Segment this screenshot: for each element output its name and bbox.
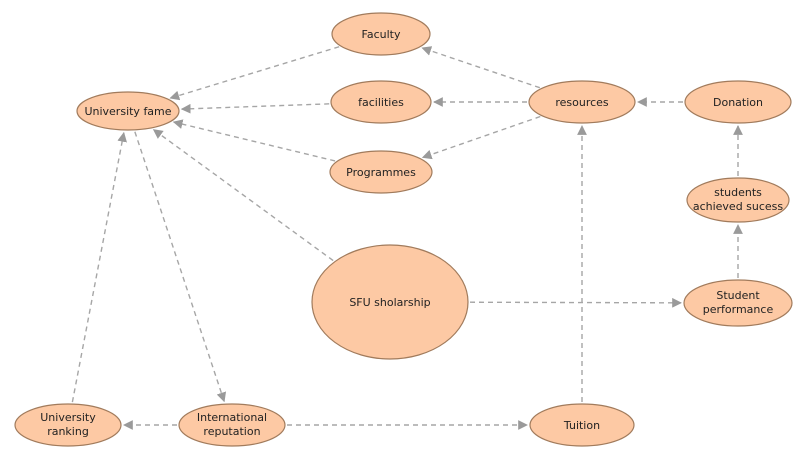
node-faculty[interactable]: Faculty xyxy=(331,12,431,56)
node-label: Tuition xyxy=(563,419,600,432)
edge-programmes-to-university-fame xyxy=(172,119,336,162)
edge-university-fame-to-international-reputation xyxy=(134,131,227,403)
node-label-line-2: performance xyxy=(703,303,774,316)
node-donation[interactable]: Donation xyxy=(684,80,792,124)
node-label-line-1: students xyxy=(714,186,762,199)
node-facilities[interactable]: facilities xyxy=(330,80,432,124)
node-label-line-1: International xyxy=(197,411,267,424)
node-student-performance[interactable]: Student performance xyxy=(683,279,793,327)
nodes-layer: Faculty University fame facilities resou… xyxy=(14,12,793,447)
node-label-line-2: reputation xyxy=(203,425,260,438)
node-label: facilities xyxy=(358,96,404,109)
edge-resources-to-programmes xyxy=(421,115,541,160)
node-students-achieved[interactable]: students achieved sucess xyxy=(686,177,790,223)
node-label-line-1: University xyxy=(40,411,96,424)
node-tuition[interactable]: Tuition xyxy=(529,403,635,447)
node-sfu-scholarship[interactable]: SFU sholarship xyxy=(311,244,469,360)
edge-facilities-to-university-fame xyxy=(180,103,330,114)
node-label-line-2: ranking xyxy=(47,425,89,438)
edge-sfu-scholarship-to-university-fame xyxy=(152,129,334,262)
edge-sfu-scholarship-to-student-performance xyxy=(469,297,682,308)
node-label: Faculty xyxy=(362,28,401,41)
node-label-line-2: achieved sucess xyxy=(693,200,784,213)
edge-university-ranking-to-university-fame xyxy=(71,131,127,403)
node-programmes[interactable]: Programmes xyxy=(329,150,433,194)
node-label-line-1: Student xyxy=(716,289,760,302)
edges-layer xyxy=(71,46,743,430)
node-international-reputation[interactable]: International reputation xyxy=(178,403,286,447)
node-label: University fame xyxy=(84,105,171,118)
node-label: SFU sholarship xyxy=(349,296,430,309)
node-label: resources xyxy=(555,96,609,109)
node-university-fame[interactable]: University fame xyxy=(76,91,180,131)
node-resources[interactable]: resources xyxy=(528,80,636,124)
edge-faculty-to-university-fame xyxy=(169,46,340,101)
node-label: Programmes xyxy=(346,166,416,179)
edge-resources-to-faculty xyxy=(421,46,541,89)
node-label: Donation xyxy=(713,96,763,109)
node-university-ranking[interactable]: University ranking xyxy=(14,403,122,447)
